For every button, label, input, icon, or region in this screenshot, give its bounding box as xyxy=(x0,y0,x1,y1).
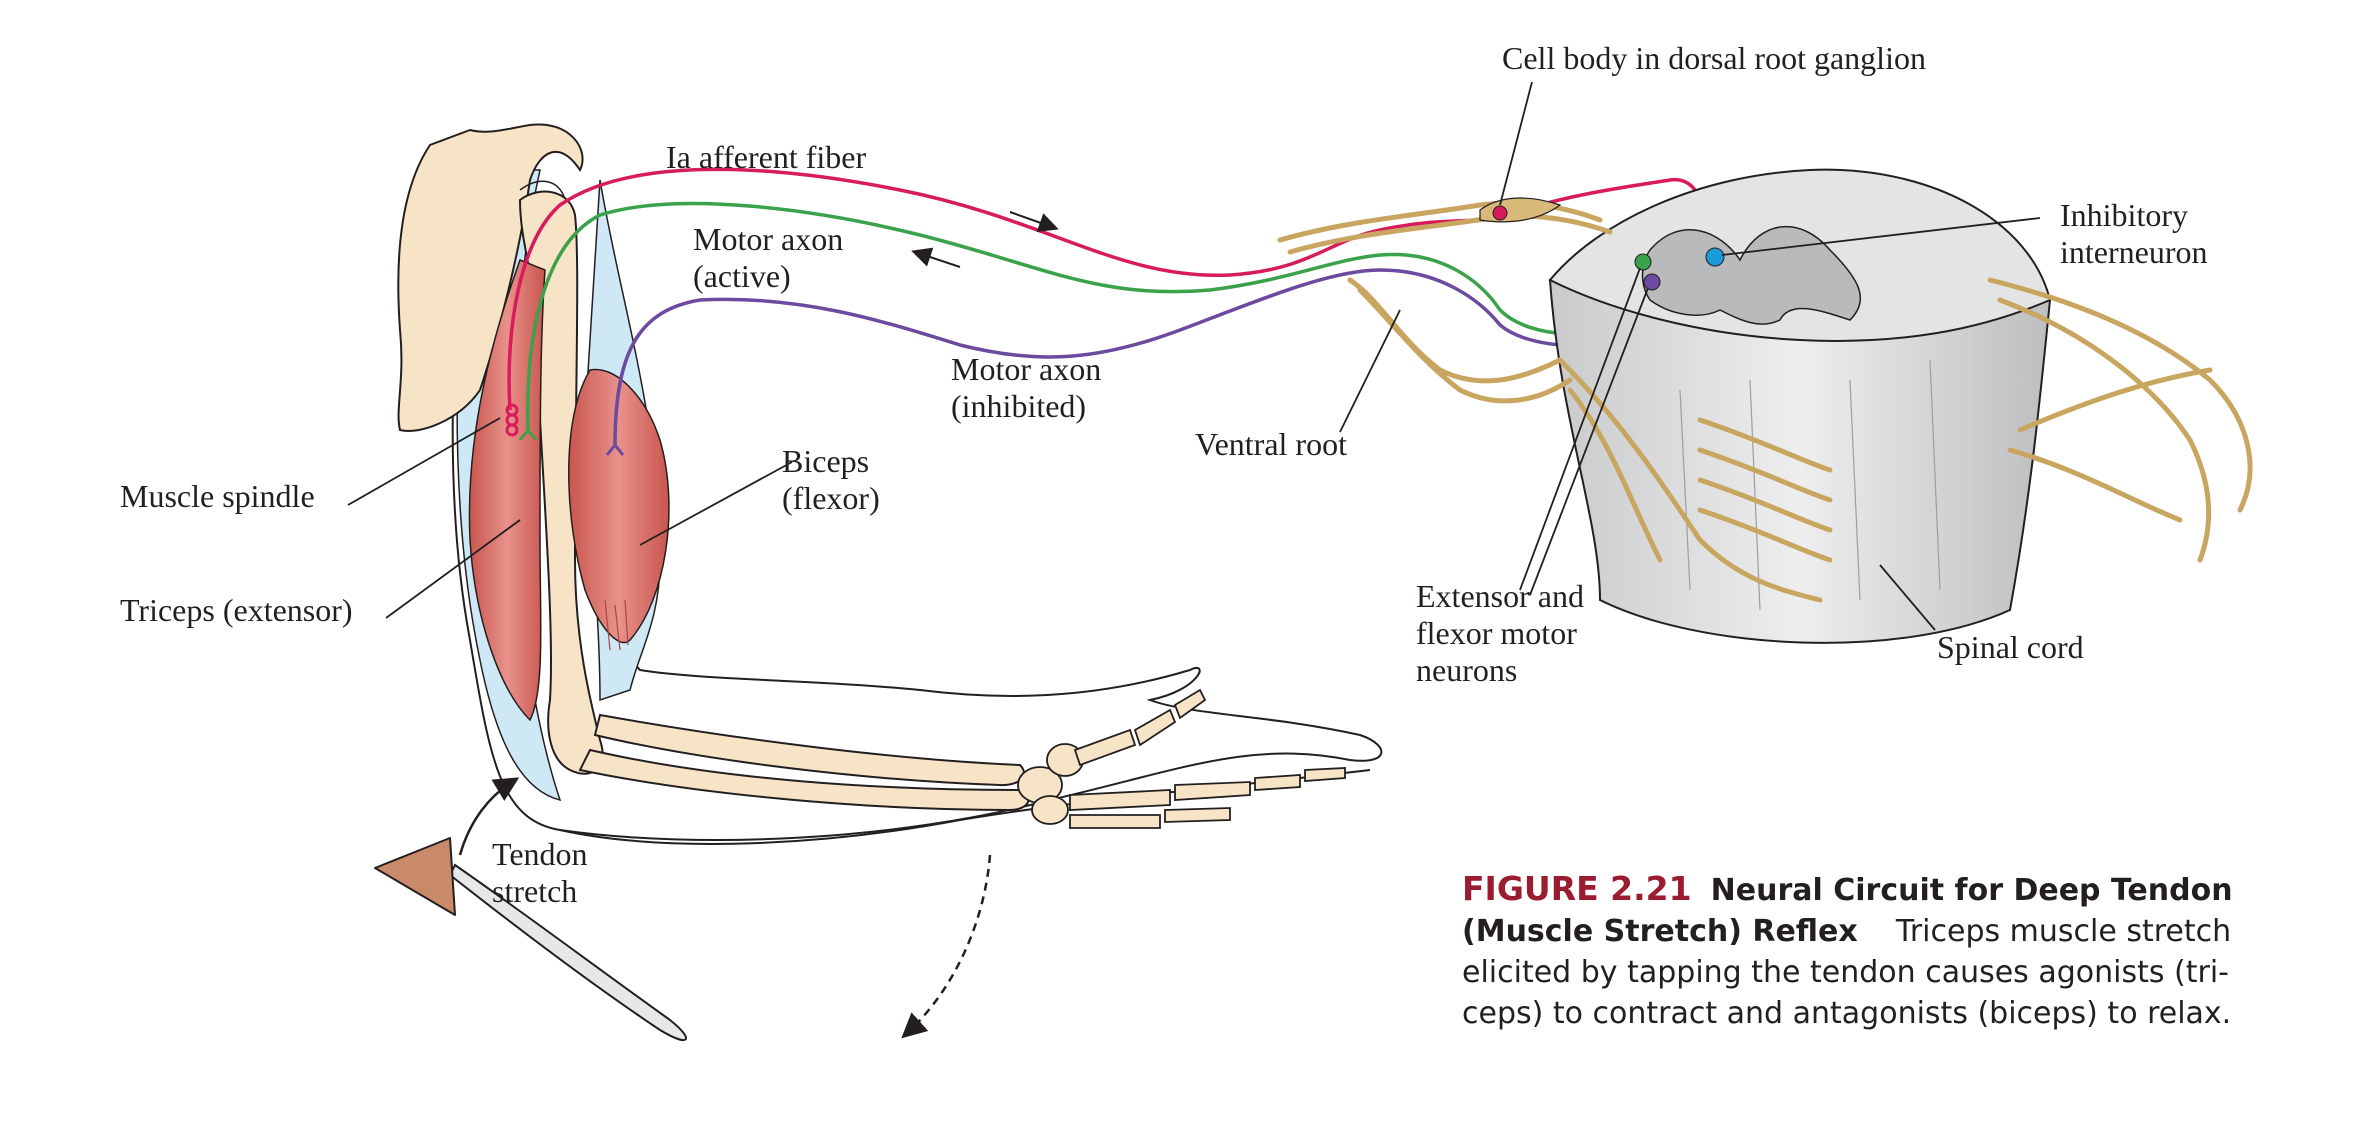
hand-bones xyxy=(1017,688,1346,829)
label-motor-axon-active-2: (active) xyxy=(693,258,791,294)
label-motor-neurons-1: Extensor and xyxy=(1416,578,1584,614)
tendon-tap-arrow xyxy=(458,777,520,856)
spinal-cord xyxy=(1548,168,2052,644)
label-motor-axon-inhibited-2: (inhibited) xyxy=(951,388,1087,424)
label-motor-neurons-3: neurons xyxy=(1416,652,1518,688)
forearm-kick-arrow xyxy=(901,854,992,1039)
dorsal-root-cell-body xyxy=(1492,205,1508,221)
figure-title-line1: Neural Circuit for Deep Tendon xyxy=(1710,873,2233,908)
label-biceps-2: (flexor) xyxy=(782,480,880,516)
label-spinal-cord: Spinal cord xyxy=(1937,629,2084,665)
ia-afferent-fiber xyxy=(507,167,1706,411)
label-inhibitory-2: interneuron xyxy=(2060,234,2208,270)
label-ventral-root: Ventral root xyxy=(1195,426,1347,462)
muscle-spindle-coil xyxy=(505,403,519,437)
triceps-muscle xyxy=(468,259,546,722)
label-ia-afferent: Ia afferent fiber xyxy=(666,139,867,175)
label-inhibitory-1: Inhibitory xyxy=(2060,197,2188,233)
arm-outline xyxy=(451,159,1383,841)
motor-axon-active xyxy=(526,201,1658,431)
biceps-muscle xyxy=(568,368,670,644)
label-muscle-spindle: Muscle spindle xyxy=(120,478,315,514)
nerve-roots xyxy=(1277,200,2253,603)
figure-caption: FIGURE 2.21 Neural Circuit for Deep Tend… xyxy=(1462,868,2292,1034)
label-tendon-1: Tendon xyxy=(492,836,588,872)
figure-title-line2: (Muscle Stretch) Reflex xyxy=(1462,914,1858,949)
efferent-direction-arrow xyxy=(911,247,961,268)
label-cell-body: Cell body in dorsal root ganglion xyxy=(1502,40,1926,76)
caption-body-line3: ceps) to contract and antagonists (bicep… xyxy=(1462,996,2232,1031)
caption-body-line2: elicited by tapping the tendon causes ag… xyxy=(1462,955,2229,990)
motor-axon-inhibited xyxy=(613,268,1660,446)
flexor-motor-neuron xyxy=(1643,273,1661,291)
label-motor-axon-inhibited-1: Motor axon xyxy=(951,351,1102,387)
label-motor-axon-active-1: Motor axon xyxy=(693,221,844,257)
label-tendon-2: stretch xyxy=(492,873,578,909)
motor-end-inhibited xyxy=(605,442,625,456)
label-biceps-1: Biceps xyxy=(782,443,870,479)
motor-end-active xyxy=(518,427,538,441)
figure-number: FIGURE 2.21 xyxy=(1462,869,1692,908)
caption-body-line1: Triceps muscle stretch xyxy=(1895,914,2232,949)
leader-lines xyxy=(347,81,2041,631)
afferent-direction-arrow xyxy=(1009,211,1059,233)
reflex-hammer xyxy=(374,837,687,1041)
label-motor-neurons-2: flexor motor xyxy=(1416,615,1577,651)
label-triceps: Triceps (extensor) xyxy=(120,592,353,628)
extensor-motor-neuron xyxy=(1634,253,1652,271)
inhibitory-interneuron-cell xyxy=(1705,247,1725,267)
